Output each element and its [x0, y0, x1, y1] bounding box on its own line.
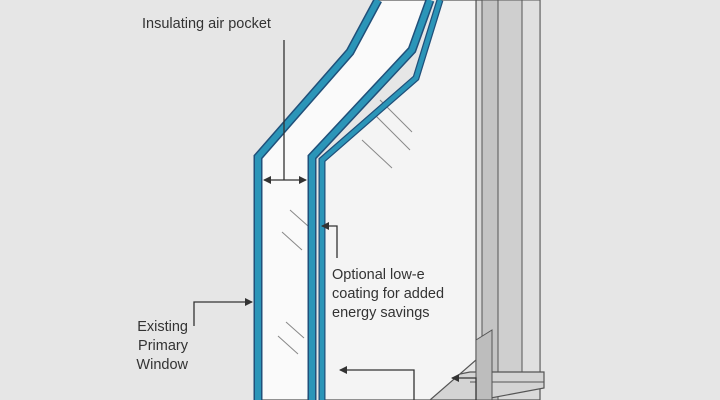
reflection-line [281, 231, 303, 251]
insert-pane-edge-highlight [255, 0, 381, 400]
low-e-label-line: coating for added [332, 286, 445, 302]
frame-inner-layer [521, 0, 541, 381]
frame-mid-layer [497, 0, 523, 391]
existing-window-label-line: Window [136, 357, 188, 373]
bottom-leader-left [339, 366, 415, 400]
reflection-line [361, 139, 393, 169]
reflection-line [277, 335, 299, 355]
air-pocket-label-text: Insulating air pocket [142, 16, 271, 32]
reflection-line [371, 111, 411, 151]
reflection-line [285, 321, 305, 339]
existing-window-label-line: Existing [137, 319, 188, 335]
existing-window-leader [193, 298, 253, 326]
existing-window-label: Existing Primary Window [122, 318, 188, 375]
low-e-label-line: Optional low-e [332, 267, 425, 283]
frame-shadow-layer [481, 0, 499, 400]
low-e-coating-label: Optional low-e coating for added energy … [332, 266, 444, 323]
air-pocket-label: Insulating air pocket [142, 15, 271, 34]
low-e-label-line: energy savings [332, 305, 430, 321]
frame-corner [475, 329, 493, 400]
low-e-leader [321, 222, 338, 258]
reflection-line [289, 209, 309, 227]
bottom-leader-right [451, 374, 477, 400]
existing-window-label-line: Primary [138, 338, 188, 354]
rear-pane-edge-highlight [319, 0, 443, 400]
primary-pane-edge-highlight [309, 0, 433, 400]
